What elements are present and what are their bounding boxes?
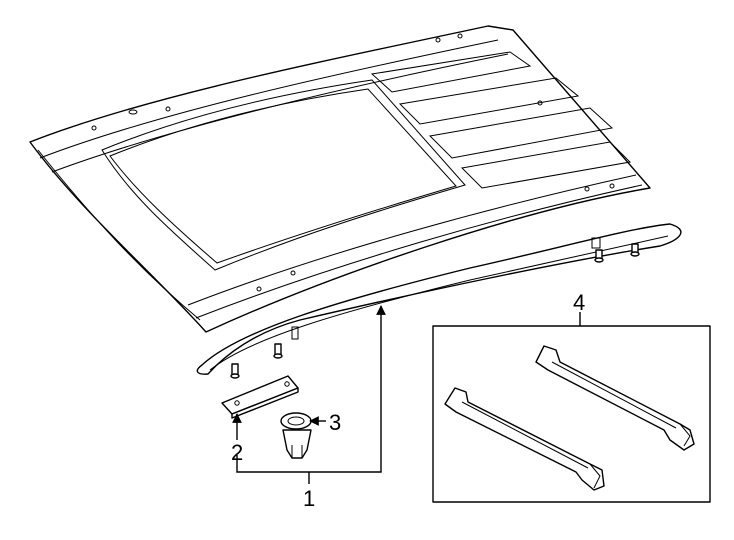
roof-rail xyxy=(196,223,682,379)
callout-2: 2 xyxy=(231,440,243,465)
rail-studs xyxy=(230,243,640,379)
callout-1: 1 xyxy=(303,486,315,511)
cross-bar-front xyxy=(444,387,605,491)
cross-bar-kit xyxy=(432,325,711,503)
callout-4: 4 xyxy=(573,290,585,315)
sunroof-opening xyxy=(101,79,466,271)
bracket-plate xyxy=(221,375,299,419)
nut xyxy=(280,412,312,459)
cross-bar-rear xyxy=(535,345,695,451)
leader-lines xyxy=(232,305,581,484)
roof-ribs xyxy=(370,51,632,189)
mounting-holes xyxy=(91,33,615,292)
roof-panel xyxy=(29,25,651,333)
callout-3: 3 xyxy=(329,410,341,435)
